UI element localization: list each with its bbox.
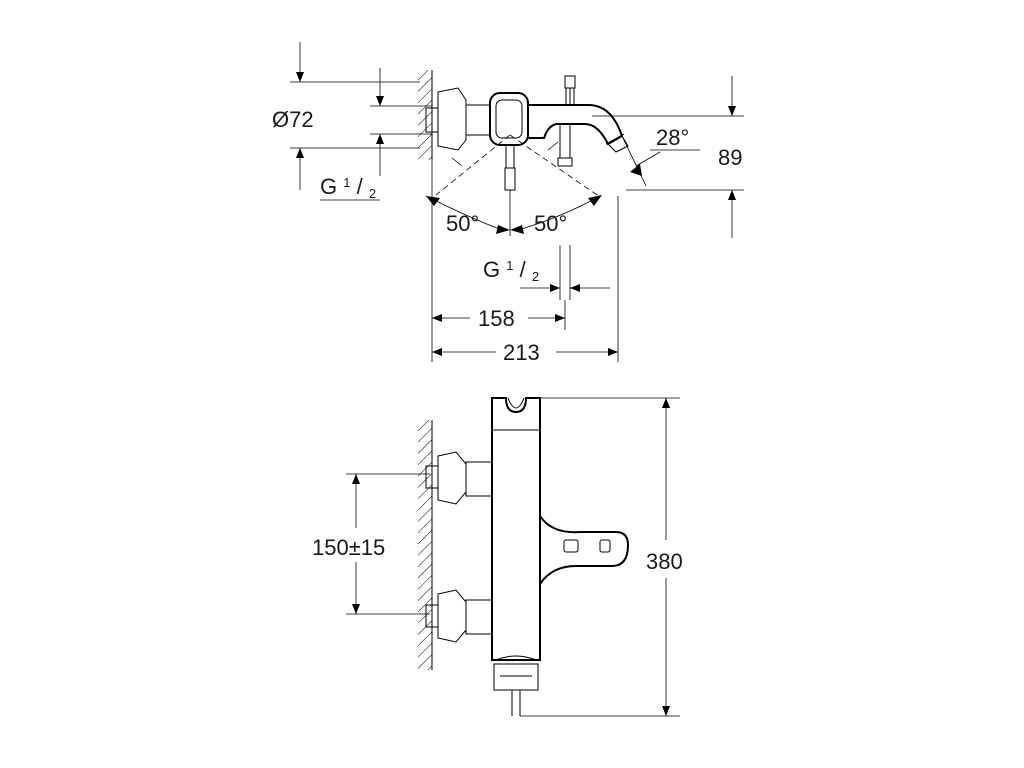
dim-inlet-bottom: G 1 / 2 bbox=[483, 245, 610, 300]
upper-connection bbox=[425, 451, 493, 505]
spout-height-label: 89 bbox=[718, 145, 742, 170]
mixer-body-front bbox=[491, 397, 541, 716]
dim-projection-213: 213 bbox=[432, 196, 619, 365]
inlet-bottom-g: G bbox=[483, 257, 506, 282]
dim-inlet-left: G 1 / 2 bbox=[290, 42, 420, 201]
center-distance-label: 150±15 bbox=[312, 535, 385, 560]
projection-short-label: 158 bbox=[478, 306, 515, 331]
wall-hatch-front bbox=[418, 420, 432, 670]
mixer-body-top bbox=[489, 92, 529, 191]
dim-total-height: 380 bbox=[520, 397, 683, 717]
total-height-label: 380 bbox=[646, 549, 683, 574]
svg-text:G 1 /: G 1 / 2 bbox=[483, 250, 539, 284]
dim-center-distance: 150±15 bbox=[312, 473, 430, 615]
dim-projection-158: 158 bbox=[431, 160, 566, 362]
dim-lever-angles: 50° 50° bbox=[425, 134, 602, 236]
inlet-left-g: G bbox=[320, 174, 343, 199]
wall-hatch-top bbox=[418, 70, 432, 160]
spout-top bbox=[528, 75, 629, 167]
angle-right-label: 50° bbox=[534, 211, 567, 236]
lower-connection bbox=[425, 589, 493, 643]
inlet-left-num: 1 bbox=[343, 175, 350, 190]
spout-angle-label: 28° bbox=[656, 125, 689, 150]
wall-flange-top bbox=[425, 87, 490, 151]
inlet-bottom-num: 1 bbox=[506, 258, 513, 273]
svg-text:G 1 /: G 1 / 2 bbox=[320, 167, 376, 201]
projection-total-label: 213 bbox=[503, 340, 540, 365]
inlet-bottom-den: 2 bbox=[532, 269, 539, 284]
lever-front bbox=[539, 515, 630, 585]
inlet-bottom-sep: / bbox=[520, 257, 527, 282]
inlet-left-sep: / bbox=[357, 174, 364, 199]
diameter-label: Ø72 bbox=[272, 107, 314, 132]
inlet-left-den: 2 bbox=[369, 186, 376, 201]
dim-diameter: Ø72 bbox=[272, 68, 432, 176]
dim-spout-angle: 28° bbox=[621, 125, 700, 187]
top-view: Ø72 G 1 / 2 bbox=[272, 42, 744, 365]
dim-spout-height: 89 bbox=[592, 76, 744, 238]
angle-left-label: 50° bbox=[446, 211, 479, 236]
front-view: 150±15 380 bbox=[312, 397, 683, 717]
